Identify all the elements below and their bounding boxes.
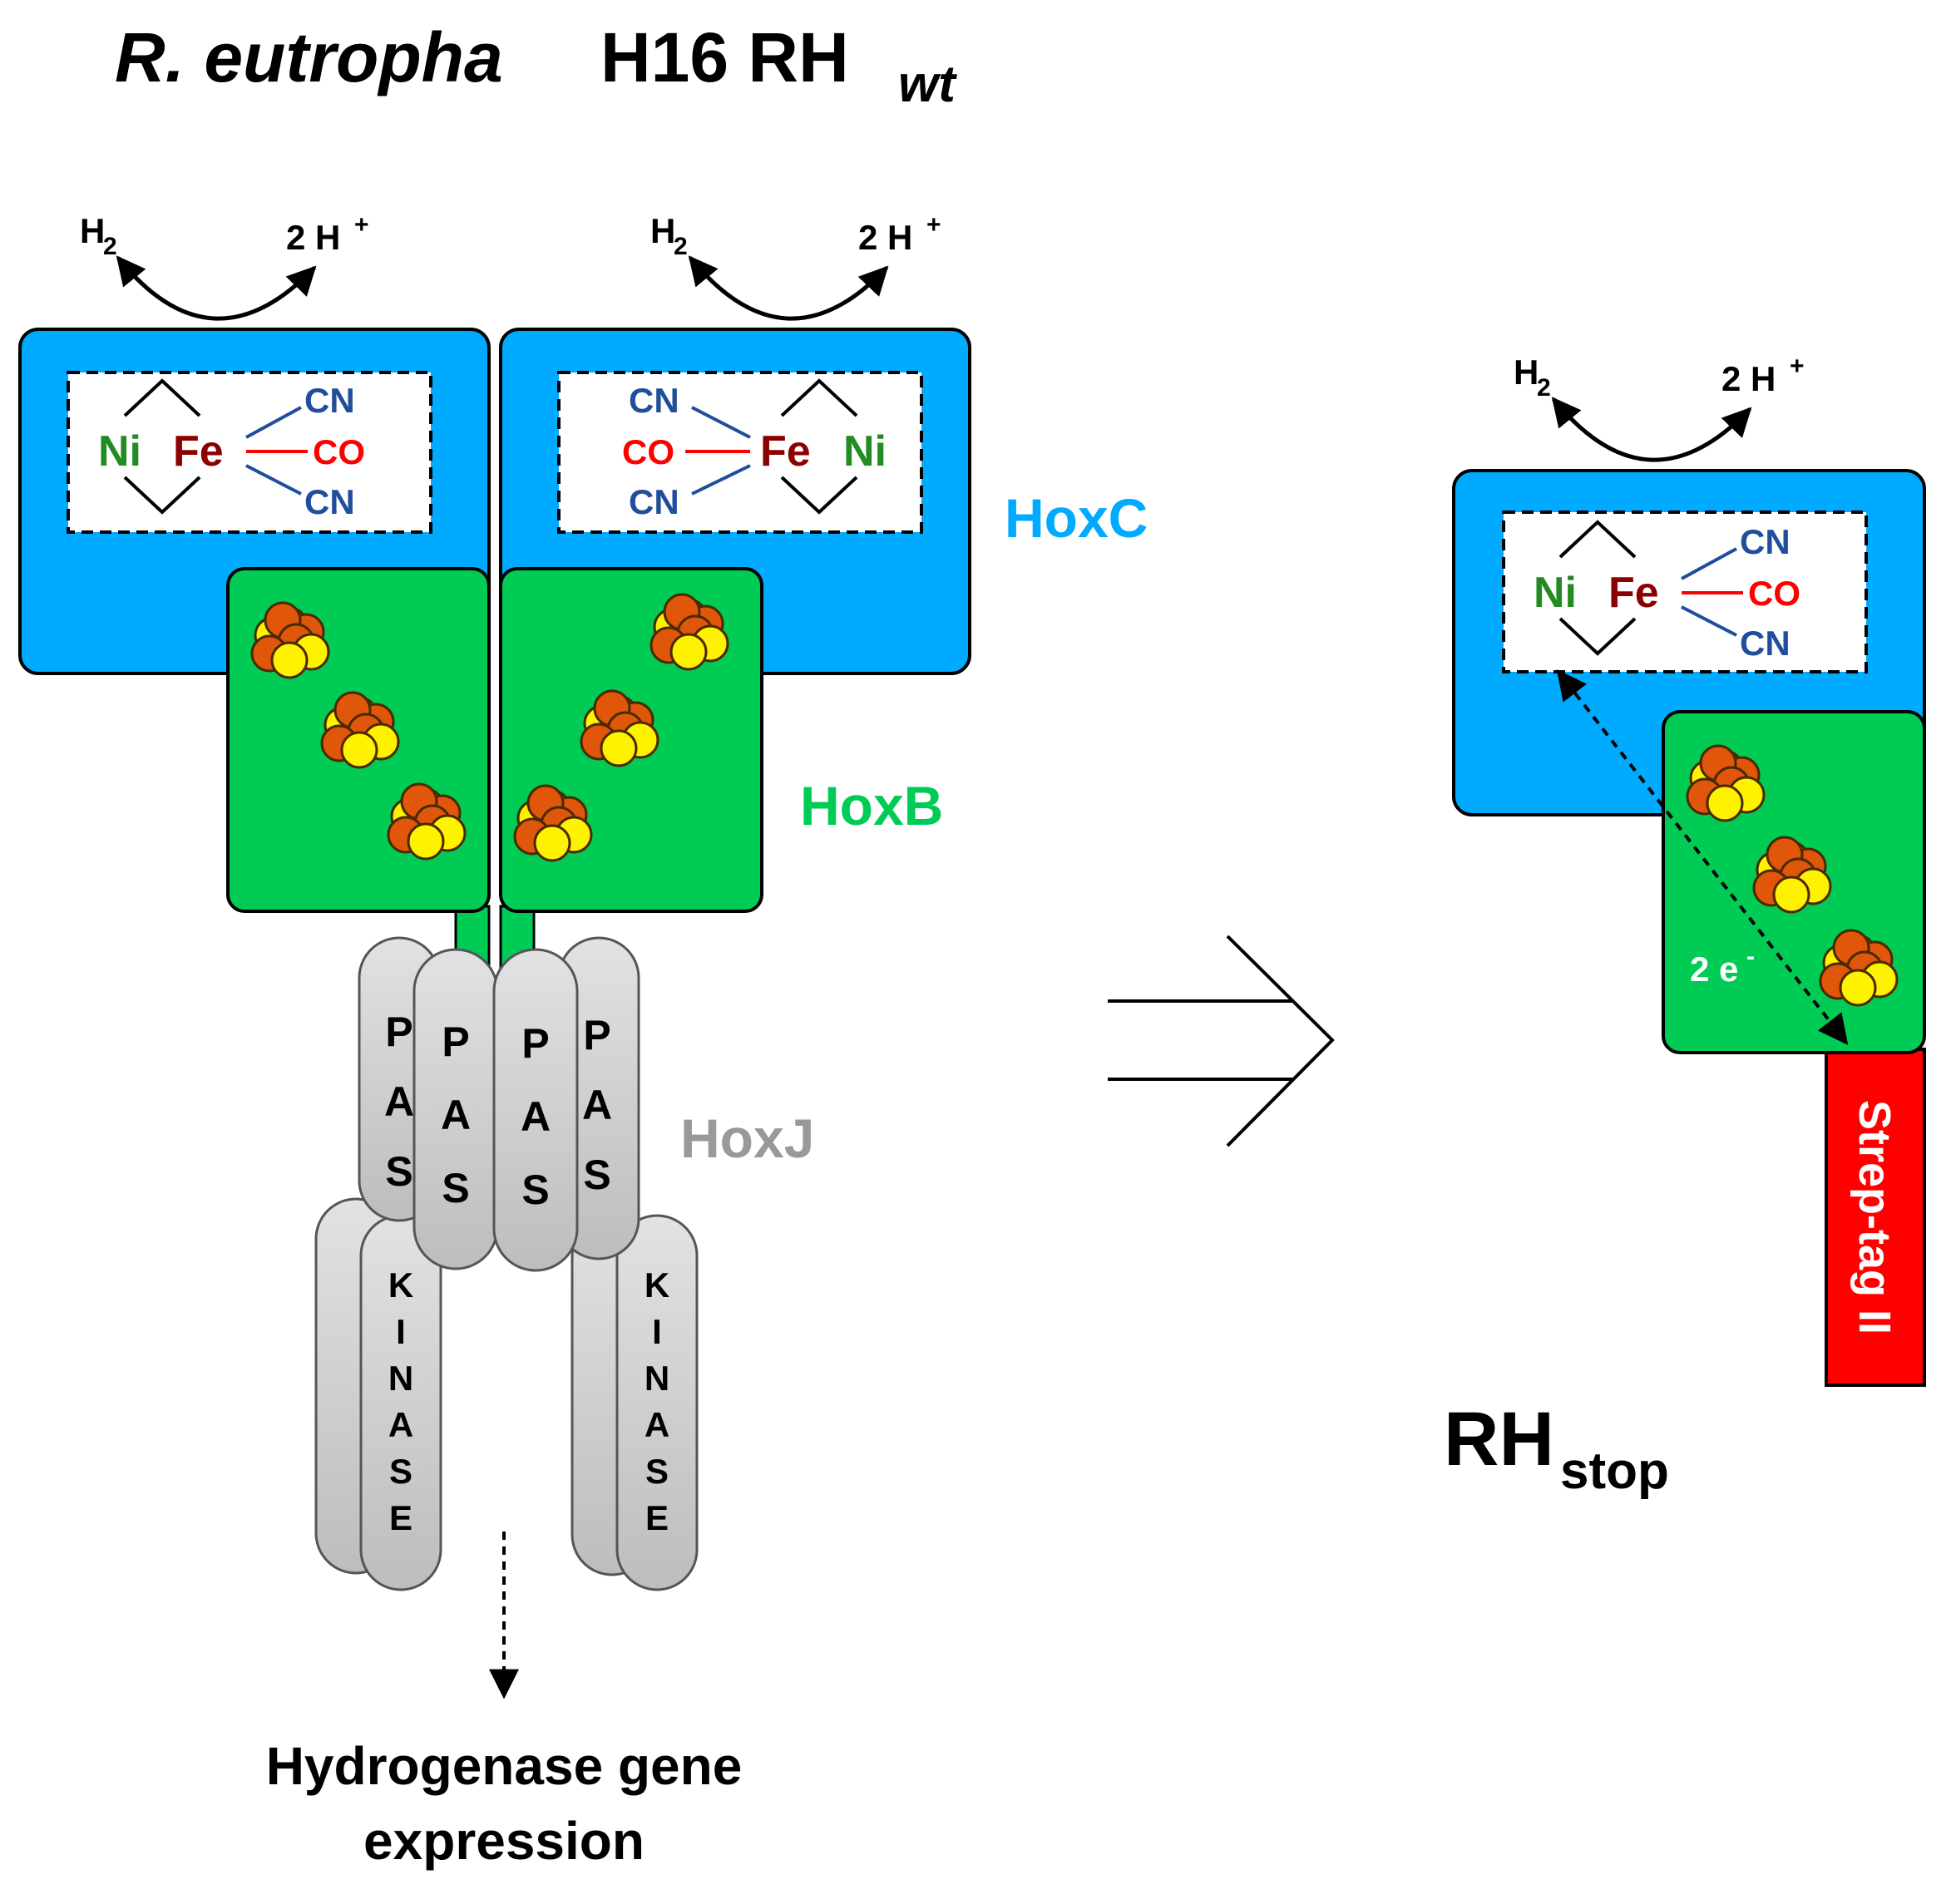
svg-text:2 H: 2 H <box>858 218 912 257</box>
iron-label: Fe <box>173 427 224 476</box>
svg-text:2: 2 <box>103 233 117 260</box>
svg-text:A: A <box>441 1092 471 1138</box>
active-site-rhstop: Ni Fe CN CO CN <box>1502 511 1868 673</box>
svg-text:I: I <box>396 1312 406 1351</box>
cyanide-label: CN <box>1740 522 1791 561</box>
cyanide-label: CN <box>304 381 355 420</box>
svg-text:S: S <box>645 1452 669 1491</box>
cyanide-label: CN <box>629 482 679 521</box>
output-line-2: expression <box>363 1811 645 1871</box>
svg-text:S: S <box>583 1152 610 1198</box>
carbonyl-label: CO <box>622 432 674 471</box>
svg-text:RH: RH <box>1444 1397 1554 1482</box>
electron-charge: - <box>1746 943 1755 970</box>
iron-label: Fe <box>1608 569 1659 617</box>
svg-text:S: S <box>385 1148 412 1195</box>
implies-arrow <box>1108 935 1335 1147</box>
svg-text:S: S <box>442 1165 469 1211</box>
reaction-right: H 2 2 H + <box>1514 353 1805 462</box>
hoxj-label: HoxJ <box>680 1107 814 1169</box>
svg-text:A: A <box>645 1405 669 1444</box>
main-title: R. eutropha H16 RH wt <box>115 18 957 113</box>
hoxb-label: HoxB <box>800 775 943 836</box>
svg-text:H: H <box>1514 353 1539 392</box>
electron-transfer-arrow <box>1556 669 1849 1045</box>
cyanide-label: CN <box>1740 624 1791 663</box>
svg-text:E: E <box>645 1498 669 1537</box>
svg-text:P: P <box>583 1012 610 1058</box>
nickel-label: Ni <box>98 427 141 476</box>
reaction-left-2: H 2 2 H + <box>650 211 941 321</box>
svg-text:A: A <box>521 1093 551 1140</box>
title-species: R. eutropha <box>115 18 503 96</box>
svg-text:2: 2 <box>1537 374 1551 402</box>
svg-text:H: H <box>80 211 105 250</box>
output-line-1: Hydrogenase gene <box>266 1736 743 1796</box>
hoxc-label: HoxC <box>1005 487 1148 549</box>
nickel-label: Ni <box>1534 569 1577 617</box>
svg-text:N: N <box>645 1359 669 1398</box>
pas-domain <box>492 948 579 1272</box>
svg-text:A: A <box>582 1082 612 1128</box>
svg-text:A: A <box>388 1405 413 1444</box>
reaction-arrow <box>116 255 317 321</box>
reaction-left-1: H 2 2 H + <box>80 211 369 321</box>
electron-label: 2 e <box>1690 950 1738 989</box>
cyanide-label: CN <box>304 482 355 521</box>
svg-text:I: I <box>652 1312 662 1351</box>
svg-text:H: H <box>650 211 675 250</box>
svg-text:E: E <box>389 1498 412 1537</box>
carbonyl-label: CO <box>1748 574 1800 613</box>
svg-text:+: + <box>926 211 941 239</box>
active-site-left: Ni Fe CN CO CN <box>67 371 432 534</box>
svg-text:2 H: 2 H <box>1721 359 1776 398</box>
svg-text:P: P <box>521 1020 549 1067</box>
svg-text:K: K <box>645 1265 669 1305</box>
nickel-label: Ni <box>843 427 887 476</box>
svg-text:P: P <box>442 1019 469 1065</box>
svg-text:A: A <box>384 1078 414 1125</box>
cyanide-label: CN <box>629 381 679 420</box>
svg-text:S: S <box>389 1452 412 1491</box>
svg-text:stop: stop <box>1560 1443 1669 1500</box>
hoxj-pas-domains <box>358 936 640 1272</box>
reaction-arrow <box>688 255 889 321</box>
svg-text:P: P <box>385 1009 412 1055</box>
svg-text:+: + <box>354 211 369 239</box>
svg-text:K: K <box>388 1265 413 1305</box>
svg-text:N: N <box>388 1359 413 1398</box>
carbonyl-label: CO <box>313 432 365 471</box>
active-site-right: Ni Fe CN CO CN <box>557 371 923 534</box>
strep-tag-label: Strep-tag II <box>1850 1100 1899 1334</box>
svg-text:2: 2 <box>674 233 688 260</box>
iron-label: Fe <box>760 427 811 476</box>
kinase-domain-right <box>615 1214 699 1591</box>
pas-label-group: P A S P A S P A S P A S <box>384 1009 612 1213</box>
svg-text:S: S <box>521 1167 549 1213</box>
svg-text:2 H: 2 H <box>286 218 340 257</box>
title-subscript: wt <box>898 56 957 113</box>
title-strain: H16 RH <box>600 18 849 96</box>
hoxj-kinase-domains <box>314 1197 699 1591</box>
kinase-label-group: K I N A S E K I N A S E <box>388 1265 669 1537</box>
rhstop-title: RH stop <box>1444 1397 1669 1500</box>
reaction-arrow <box>1551 397 1752 462</box>
svg-text:+: + <box>1790 353 1805 380</box>
